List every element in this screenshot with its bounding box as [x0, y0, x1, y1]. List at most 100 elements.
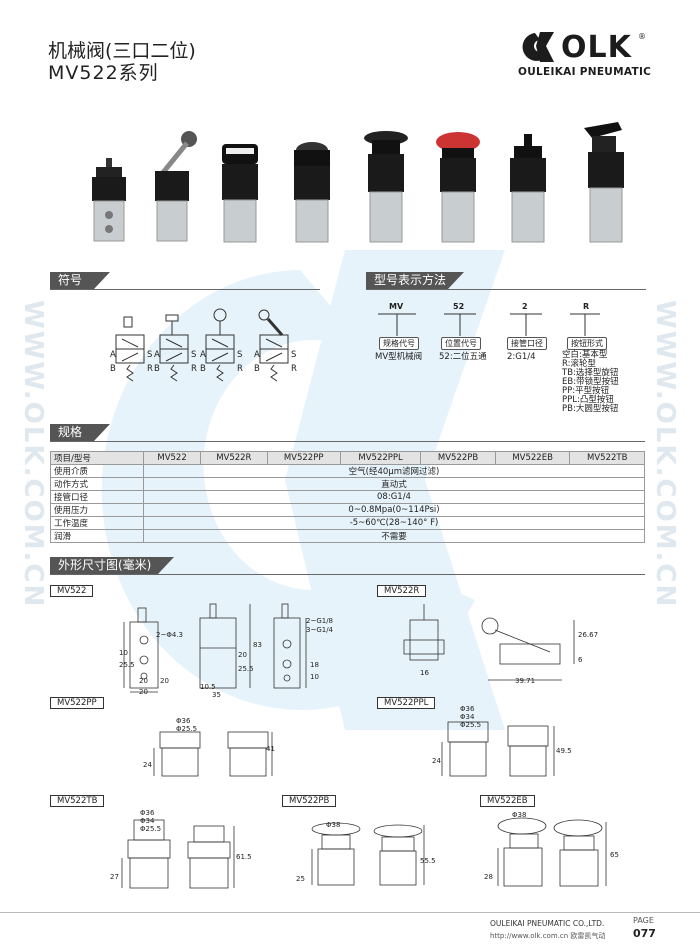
note-mv522-w3: 10.5	[200, 683, 216, 691]
dim-label-mv522pp: MV522PP	[50, 697, 104, 709]
note-tb-d1: Φ36	[140, 809, 155, 817]
spec-item: 使用压力	[50, 503, 144, 517]
button-type-0: 空白:基本型	[562, 350, 608, 360]
note-mv522-h5: 25.5	[238, 665, 254, 673]
spec-header-col: MV522PPL	[339, 451, 422, 465]
label-port-size: 接管口径	[507, 337, 547, 350]
note-mv522-w1: 20	[139, 677, 148, 685]
dim-label-mv522tb: MV522TB	[50, 795, 105, 807]
note-mv522-h7: 18	[310, 661, 319, 669]
note-tb-d2: Φ34	[140, 817, 155, 825]
port-r-2: R	[191, 364, 197, 374]
pneumatic-symbols	[115, 308, 289, 382]
port-b-1: B	[110, 364, 116, 374]
spec-value: 直动式	[143, 477, 645, 491]
note-r-h2: 6	[578, 656, 583, 664]
port-s-4: S	[291, 350, 297, 360]
drawing-mv522r	[403, 604, 575, 681]
spec-header-row: 项目/型号 MV522 MV522R MV522PP MV522PPL MV52…	[50, 451, 645, 465]
port-a-3: A	[200, 350, 206, 360]
divider-spec	[50, 441, 645, 442]
note-tb-h1: 27	[110, 873, 119, 881]
drawing-mv522tb	[121, 819, 235, 889]
note-pb-h2: 55.5	[420, 857, 436, 865]
note-ppl-h1: 24	[432, 757, 441, 765]
footer-divider	[0, 912, 700, 913]
model-code-2: 2	[522, 302, 528, 311]
valve-photo-mv522eb	[436, 132, 480, 243]
footer-url: http://www.olk.com.cn 欧雷凯气动	[490, 932, 606, 940]
watermark-right: WWW.OLK.COM.CN	[650, 300, 680, 609]
spec-header-col: MV522TB	[569, 451, 645, 465]
divider-model	[366, 289, 646, 290]
table-row: 润滑不需要	[50, 529, 645, 543]
spec-header-col: MV522	[142, 451, 202, 465]
valve-photo-knob	[584, 122, 624, 243]
drawing-mv522pb	[311, 822, 425, 886]
note-pp-d1: Φ36	[176, 717, 191, 725]
button-type-6: PB:大圆型按钮	[562, 404, 619, 414]
note-ppl-d1: Φ36	[460, 705, 475, 713]
series-title: MV522系列	[48, 62, 159, 84]
brand-mark-icon	[522, 32, 554, 62]
note-eb-d: Φ38	[512, 811, 527, 819]
spec-item: 接管口径	[50, 490, 144, 504]
note-mv522-h1: 25.5	[119, 661, 135, 669]
dim-label-mv522: MV522	[50, 585, 94, 597]
desc-52: 52:二位五通	[439, 352, 487, 362]
table-row: 使用介质空气(经40μm滤网过滤)	[50, 464, 645, 478]
label-spec-code: 规格代号	[379, 337, 419, 350]
dim-label-mv522eb: MV522EB	[480, 795, 535, 807]
port-a-1: A	[110, 350, 116, 360]
dim-label-mv522r: MV522R	[377, 585, 427, 597]
port-b-4: B	[254, 364, 260, 374]
divider-symbol	[50, 289, 320, 290]
note-pb-d: Φ38	[326, 821, 341, 829]
dim-label-mv522pb: MV522PB	[282, 795, 337, 807]
brand-name: OLK	[561, 30, 632, 65]
symbol-roller	[205, 308, 235, 382]
note-eb-h2: 65	[610, 851, 619, 859]
note-ppl-h2: 49.5	[556, 747, 572, 755]
note-pp-h1: 24	[143, 761, 152, 769]
button-type-4: PP:平型按钮	[562, 386, 610, 396]
port-s-1: S	[147, 350, 153, 360]
note-eb-h1: 28	[484, 873, 493, 881]
spec-header-item: 项目/型号	[50, 451, 144, 465]
note-r-w: 16	[420, 669, 429, 677]
spec-value: -5~60℃(28~140° F)	[143, 516, 645, 530]
spec-value: 空气(经40μm滤网过滤)	[143, 464, 645, 478]
section-tab-symbol: 符号	[50, 272, 110, 289]
note-mv522-w4: 35	[212, 691, 221, 699]
section-tab-spec: 规格	[50, 424, 110, 441]
model-code-mv: MV	[389, 302, 404, 311]
note-mv522-w2: 20	[139, 688, 148, 696]
footer-company: OULEIKAI PNEUMATIC CO.,LTD.	[490, 919, 605, 928]
button-type-3: EB:带锁型按钮	[562, 377, 619, 387]
port-a-2: A	[154, 350, 160, 360]
section-tab-model: 型号表示方法	[366, 272, 464, 289]
spec-value: 不需要	[143, 529, 645, 543]
button-type-5: PPL:凸型按钮	[562, 395, 614, 405]
symbol-lever	[258, 309, 289, 382]
spec-header-col: MV522PB	[420, 451, 496, 465]
valve-photo-mv522pb	[364, 131, 408, 243]
drawing-mv522	[123, 603, 307, 693]
note-mv522-h8: 10	[310, 673, 319, 681]
note-tb-d3: Φ25.5	[140, 825, 162, 833]
page-title: 机械阀(三口二位)	[48, 40, 196, 62]
table-row: 工作温度-5~60℃(28~140° F)	[50, 516, 645, 530]
button-type-1: R:滚轮型	[562, 359, 597, 369]
spec-item: 使用介质	[50, 464, 144, 478]
note-r-h: 26.67	[578, 631, 599, 639]
spec-item: 润滑	[50, 529, 144, 543]
spec-table: 项目/型号 MV522 MV522R MV522PP MV522PPL MV52…	[50, 451, 645, 543]
desc-port: 2:G1/4	[507, 352, 536, 362]
label-button-type: 按钮形式	[567, 337, 607, 350]
spec-header-col: MV522EB	[494, 451, 571, 465]
brand-logo: OLK ® OULEIKAI PNEUMATIC	[518, 30, 653, 78]
drawing-mv522eb	[497, 817, 607, 887]
spec-header-col: MV522PP	[266, 451, 341, 465]
spec-header-col: MV522R	[200, 451, 268, 465]
